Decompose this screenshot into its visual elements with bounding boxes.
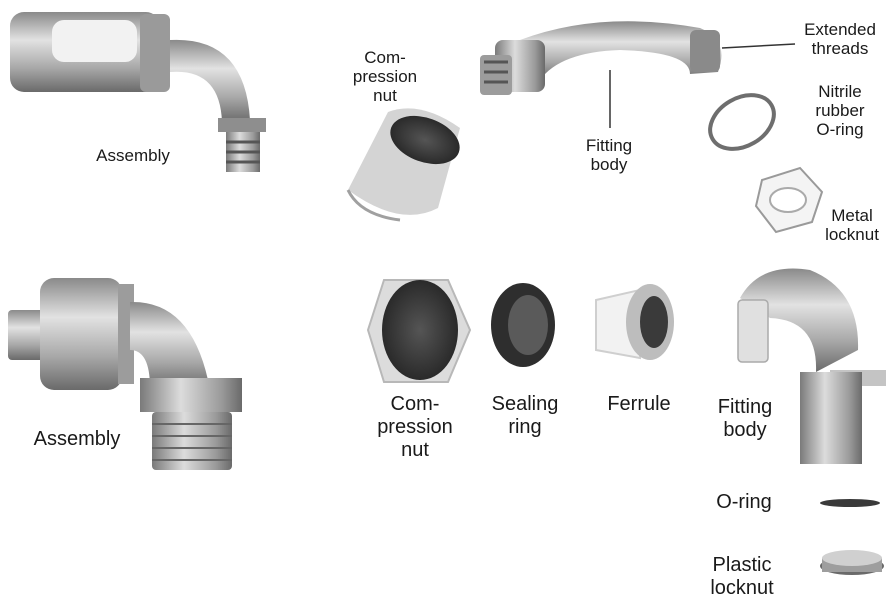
label-bottom-compression-nut: Com- pression nut: [365, 393, 465, 462]
sealing-ring-image: [491, 283, 555, 367]
top-fitting-body-image: [480, 21, 795, 128]
label-metal-locknut: Metal locknut: [814, 206, 890, 244]
label-top-fitting-body: Fitting body: [574, 136, 644, 174]
label-bottom-assembly: Assembly: [22, 428, 132, 451]
plastic-locknut-image: [820, 550, 884, 575]
top-metal-locknut-image: [756, 168, 822, 232]
label-top-oring: Nitrile rubber O-ring: [800, 82, 880, 139]
bottom-oring-image: [820, 499, 880, 507]
label-bottom-oring: O-ring: [706, 491, 782, 514]
label-top-assembly: Assembly: [78, 146, 188, 165]
label-sealing-ring: Sealing ring: [480, 393, 570, 439]
top-oring-image: [701, 84, 784, 160]
label-ferrule: Ferrule: [594, 393, 684, 416]
label-bottom-fitting-body: Fitting body: [705, 396, 785, 442]
bottom-compression-nut-image: [368, 280, 470, 382]
top-compression-nut-image: [348, 107, 466, 220]
ferrule-image: [596, 284, 674, 360]
label-plastic-locknut: Plastic locknut: [700, 554, 784, 600]
label-top-compression-nut: Com- pression nut: [340, 48, 430, 105]
label-extended-threads: Extended threads: [790, 20, 890, 58]
